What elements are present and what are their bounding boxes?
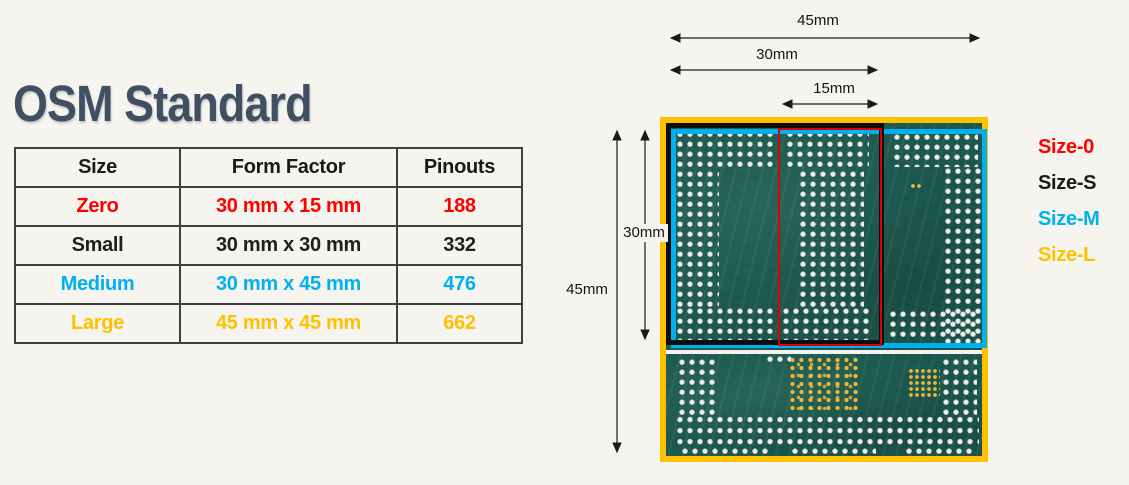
bga-grid-lower-right xyxy=(941,358,977,418)
bga-grid-center-column xyxy=(798,170,864,310)
cell-formfactor-small: 30 mm x 30 mm xyxy=(179,225,398,266)
bga-grid-bottom-right-band xyxy=(888,310,980,340)
dim-label-45mm-top: 45mm xyxy=(797,12,839,29)
cell-formfactor-zero: 30 mm x 15 mm xyxy=(179,186,398,227)
cell-formfactor-large: 45 mm x 45 mm xyxy=(179,303,398,344)
bga-grid-lower-left xyxy=(677,358,715,416)
cell-pinouts-zero: 188 xyxy=(396,186,523,227)
cell-pinouts-large: 662 xyxy=(396,303,523,344)
legend-size-s: Size-S xyxy=(1038,172,1097,194)
dim-label-15mm-top: 15mm xyxy=(813,80,855,97)
dim-label-30mm-top: 30mm xyxy=(756,46,798,63)
table-row-zero: Zero 30 mm x 15 mm 188 xyxy=(14,186,523,227)
table-row-large: Large 45 mm x 45 mm 662 xyxy=(14,303,523,344)
gold-pad-cluster xyxy=(788,356,858,410)
legend-size-m: Size-M xyxy=(1038,208,1100,230)
bga-grid-lower-row-right xyxy=(904,447,974,456)
dim-label-45mm-left: 45mm xyxy=(563,281,611,299)
col-header-form-factor: Form Factor xyxy=(179,147,398,188)
table-row-small: Small 30 mm x 30 mm 332 xyxy=(14,225,523,266)
bga-grid-left-column xyxy=(675,170,719,310)
bga-grid-bottom-left-band xyxy=(675,307,777,345)
gold-pad-block xyxy=(908,368,940,398)
legend-size-l: Size-L xyxy=(1038,244,1096,266)
cell-formfactor-medium: 30 mm x 45 mm xyxy=(179,264,398,305)
osm-size-table: Size Form Factor Pinouts Zero 30 mm x 15… xyxy=(14,147,523,344)
size-legend: Size-0 Size-S Size-M Size-L xyxy=(1038,136,1100,280)
bga-grid-top-middle xyxy=(785,130,869,170)
pcb-module-photo xyxy=(660,117,988,462)
table-row-medium: Medium 30 mm x 45 mm 476 xyxy=(14,264,523,305)
gold-pad-pair xyxy=(910,183,923,189)
cell-size-small: Small xyxy=(14,225,181,266)
cell-pinouts-medium: 476 xyxy=(396,264,523,305)
bga-grid-top-right xyxy=(892,133,978,167)
bga-grid-top-left xyxy=(675,130,775,170)
size-0-outline xyxy=(778,128,882,346)
bga-grid-lower-row-middle xyxy=(790,447,876,456)
cell-size-medium: Medium xyxy=(14,264,181,305)
cell-size-zero: Zero xyxy=(14,186,181,227)
col-header-pinouts: Pinouts xyxy=(396,147,523,188)
page-title: OSM Standard xyxy=(13,75,313,132)
bga-grid-bottom-middle-band xyxy=(781,307,873,345)
col-header-size: Size xyxy=(14,147,181,188)
table-header-row: Size Form Factor Pinouts xyxy=(14,147,523,188)
bga-grid-lower-band xyxy=(675,415,979,448)
bga-grid-lower-row-left xyxy=(680,447,768,456)
cell-size-large: Large xyxy=(14,303,181,344)
dim-label-30mm-left: 30mm xyxy=(620,224,668,242)
cell-pinouts-small: 332 xyxy=(396,225,523,266)
legend-size-0: Size-0 xyxy=(1038,136,1095,158)
pad-cluster-small xyxy=(765,355,791,363)
